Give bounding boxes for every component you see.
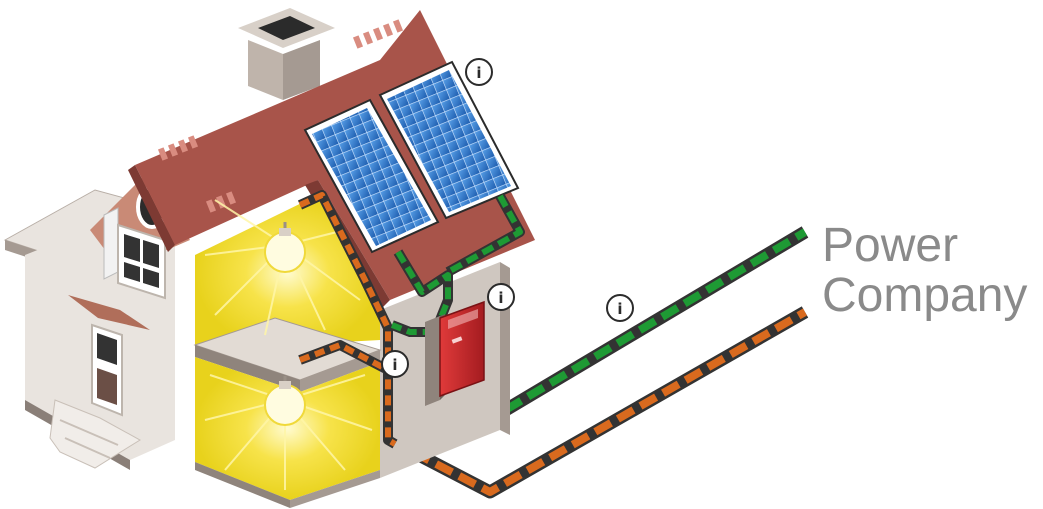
- panel-dc-wiring: [390, 193, 525, 337]
- lower-room-light: [195, 357, 380, 500]
- light-bulb-icon: [264, 222, 306, 273]
- info-glyph: i: [498, 289, 503, 307]
- light-bulb-icon: [264, 376, 306, 426]
- solar-panel-icon: [303, 98, 440, 254]
- inverter-box-icon: [425, 300, 485, 406]
- power-company-label-line2: Company: [822, 269, 1028, 322]
- info-circle-icon[interactable]: i: [606, 294, 634, 322]
- house-ac-wiring: [297, 190, 398, 449]
- info-glyph: i: [476, 64, 481, 82]
- house-cutaway-interior: [193, 195, 510, 508]
- power-company-label-line1: Power: [822, 219, 959, 272]
- info-circle-icon[interactable]: i: [381, 350, 409, 378]
- info-circle-icon[interactable]: i: [465, 58, 493, 86]
- solar-panel-icon: [378, 60, 520, 220]
- roof-vents: [157, 19, 404, 213]
- info-circle-icon[interactable]: i: [487, 283, 515, 311]
- info-glyph: i: [392, 356, 397, 374]
- info-glyph: i: [617, 300, 622, 318]
